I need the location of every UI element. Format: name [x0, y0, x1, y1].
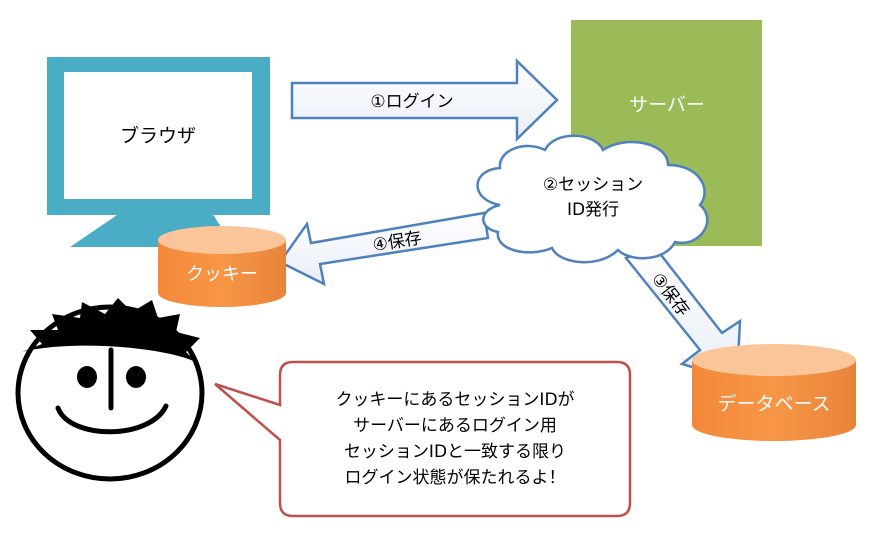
session-cloud: ②セッション ID発行 [476, 134, 709, 264]
step-login-label: ①ログイン [370, 92, 453, 112]
left-eye [77, 366, 97, 388]
browser-monitor: ブラウザ [47, 57, 270, 247]
speech-line-3: セッションIDと一致する限り [344, 442, 566, 462]
cookie-label: クッキー [186, 264, 258, 285]
speech-bubble: クッキーにあるセッションIDが サーバーにあるログイン用 セッションIDと一致す… [214, 360, 632, 518]
session-line-2: ID発行 [567, 200, 619, 220]
browser-label: ブラウザ [120, 124, 196, 147]
hair [22, 298, 200, 362]
speech-line-1: クッキーにあるセッションIDが [335, 390, 574, 410]
speech-line-4: ログイン状態が保たれるよ！ [345, 468, 566, 488]
database-label: データベース [717, 393, 830, 415]
monitor-screen [64, 72, 252, 199]
database-cylinder: データベース [692, 344, 856, 441]
session-line-1: ②セッション [543, 175, 643, 195]
smile [55, 403, 169, 435]
speech-line-2: サーバーにあるログイン用 [353, 416, 557, 436]
arrow-save-cookie: ④保存 [278, 211, 490, 287]
server-label: サーバー [629, 94, 705, 116]
character-face [15, 298, 205, 482]
cookie-cylinder: クッキー [158, 226, 286, 307]
right-eye [126, 366, 146, 388]
arrow-login: ①ログイン [290, 58, 559, 142]
